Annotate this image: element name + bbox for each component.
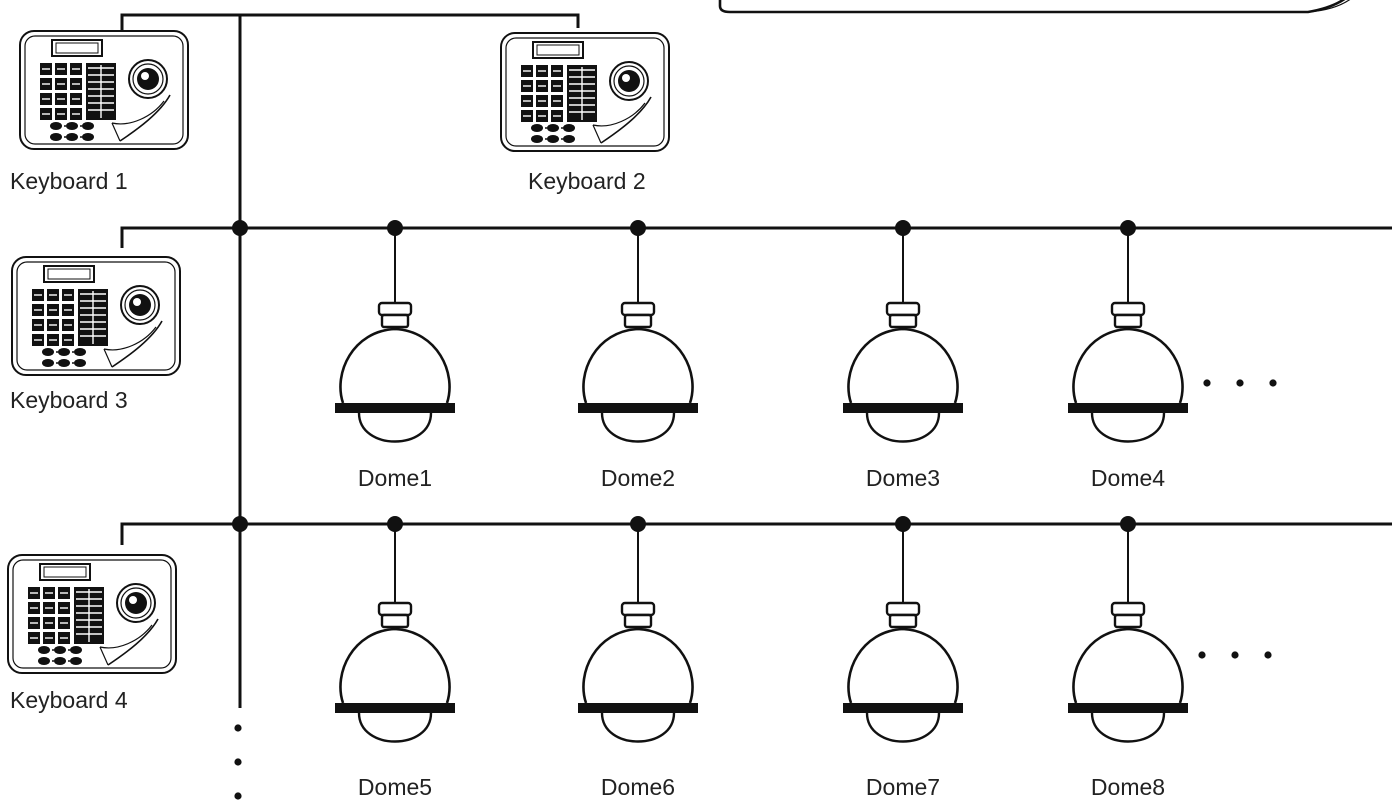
junction-node <box>232 220 248 236</box>
dome-camera-2: Dome2 <box>576 301 700 491</box>
dome-camera-7: Dome7 <box>841 601 965 800</box>
ellipsis-dot <box>1264 651 1272 659</box>
dome-label: Dome2 <box>601 465 675 491</box>
dome-camera-icon <box>576 301 700 443</box>
wire-row2-bus <box>120 522 1392 545</box>
dome-camera-icon <box>841 301 965 443</box>
keyboard-label: Keyboard 2 <box>528 168 646 194</box>
keyboard-2: Keyboard 2 <box>500 32 670 194</box>
wire-row1-bus <box>120 226 1392 248</box>
dome-label: Dome3 <box>866 465 940 491</box>
keyboard-1: Keyboard 1 <box>10 30 189 194</box>
junction-node <box>232 516 248 532</box>
keyboard-label: Keyboard 4 <box>10 687 128 713</box>
dome-camera-4: Dome4 <box>1066 301 1190 491</box>
keyboards-layer: Keyboard 1 Keyboard 2 Keyboard 3 Keyboard 4 <box>7 30 670 713</box>
dome-label: Dome6 <box>601 774 675 800</box>
ellipsis-dot <box>234 792 242 800</box>
junction-node <box>895 516 911 532</box>
dome-label: Dome1 <box>358 465 432 491</box>
junction-node <box>1120 516 1136 532</box>
continuation-dots <box>234 379 1277 800</box>
keyboard-controller-icon <box>11 256 181 376</box>
ellipsis-dot <box>1198 651 1206 659</box>
ellipsis-row-2-more <box>1198 651 1272 659</box>
dome-camera-8: Dome8 <box>1066 601 1190 800</box>
dome-camera-5: Dome5 <box>333 601 457 800</box>
keyboard-label: Keyboard 3 <box>10 387 128 413</box>
ellipsis-dot <box>1269 379 1277 387</box>
keyboard-3: Keyboard 3 <box>10 256 181 413</box>
keyboard-4: Keyboard 4 <box>7 554 177 713</box>
wiring <box>120 13 1392 708</box>
wire-top-bus <box>120 13 580 38</box>
dome-label: Dome7 <box>866 774 940 800</box>
junction-node <box>630 516 646 532</box>
dome-camera-3: Dome3 <box>841 301 965 491</box>
ellipsis-dot <box>1203 379 1211 387</box>
callout-outline <box>718 0 1346 14</box>
ellipsis-bus-more <box>234 724 242 800</box>
junction-node <box>630 220 646 236</box>
keyboard-controller-icon <box>19 30 189 150</box>
dome-camera-icon <box>1066 601 1190 743</box>
dome-camera-6: Dome6 <box>576 601 700 800</box>
ellipsis-dot <box>234 758 242 766</box>
ellipsis-dot <box>1236 379 1244 387</box>
callout-box <box>718 0 1351 14</box>
dome-camera-icon <box>841 601 965 743</box>
dome-camera-1: Dome1 <box>333 301 457 491</box>
keyboard-label: Keyboard 1 <box>10 168 128 194</box>
dome-camera-icon <box>576 601 700 743</box>
ellipsis-row-1-more <box>1203 379 1277 387</box>
junction-node <box>387 516 403 532</box>
keyboard-controller-icon <box>7 554 177 674</box>
junction-node <box>387 220 403 236</box>
junction-node <box>1120 220 1136 236</box>
ellipsis-dot <box>234 724 242 732</box>
dome-label: Dome8 <box>1091 774 1165 800</box>
dome-label: Dome4 <box>1091 465 1165 491</box>
ellipsis-dot <box>1231 651 1239 659</box>
dome-camera-icon <box>333 301 457 443</box>
junction-nodes <box>232 220 1136 532</box>
dome-label: Dome5 <box>358 774 432 800</box>
dome-camera-icon <box>333 601 457 743</box>
dome-camera-icon <box>1066 301 1190 443</box>
keyboard-controller-icon <box>500 32 670 152</box>
junction-node <box>895 220 911 236</box>
callout-shadow <box>1307 0 1351 13</box>
